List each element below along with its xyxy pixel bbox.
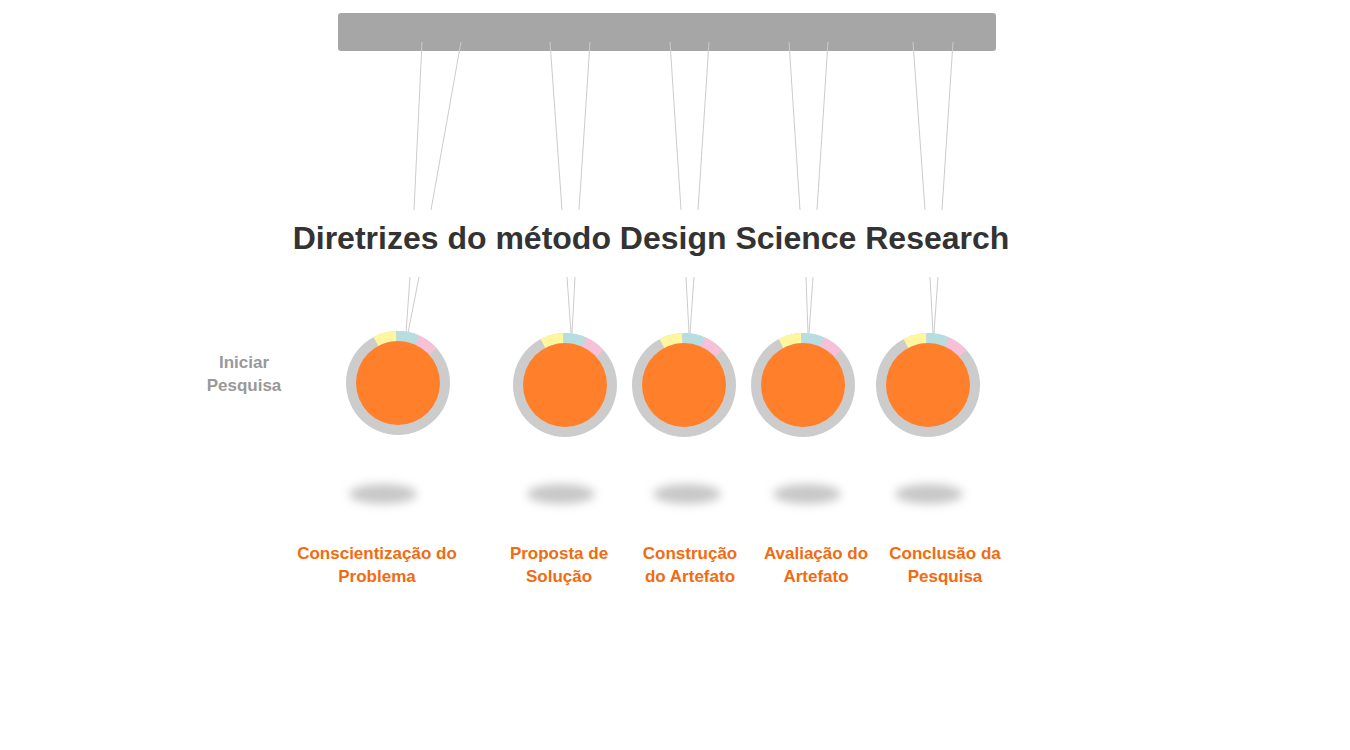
- ball-shape: [512, 332, 618, 438]
- start-label: Iniciar Pesquisa: [189, 351, 299, 397]
- pendulum-ball: Conscientização do Problema: [345, 330, 451, 436]
- ball-shape: [631, 332, 737, 438]
- ball-shadows: [349, 484, 963, 504]
- stage-label: Conclusão da Pesquisa: [889, 542, 1001, 588]
- stage-label: Conscientização do Problema: [292, 542, 462, 588]
- ball-shape: [875, 332, 981, 438]
- stage-label: Avaliação do Artefato: [762, 542, 870, 588]
- stage-label: Construção do Artefato: [634, 542, 746, 588]
- stage-label: Proposta de Solução: [507, 542, 611, 588]
- pendulum-ball: Conclusão da Pesquisa: [875, 332, 981, 438]
- top-bar: [338, 13, 996, 51]
- pendulum-ball: Avaliação do Artefato: [750, 332, 856, 438]
- pendulum-ball: Proposta de Solução: [512, 332, 618, 438]
- diagram-title: Diretrizes do método Design Science Rese…: [101, 218, 1201, 258]
- strings: [406, 42, 953, 333]
- ball-shape: [750, 332, 856, 438]
- pendulum-ball: Construção do Artefato: [631, 332, 737, 438]
- ball-shape: [345, 330, 451, 436]
